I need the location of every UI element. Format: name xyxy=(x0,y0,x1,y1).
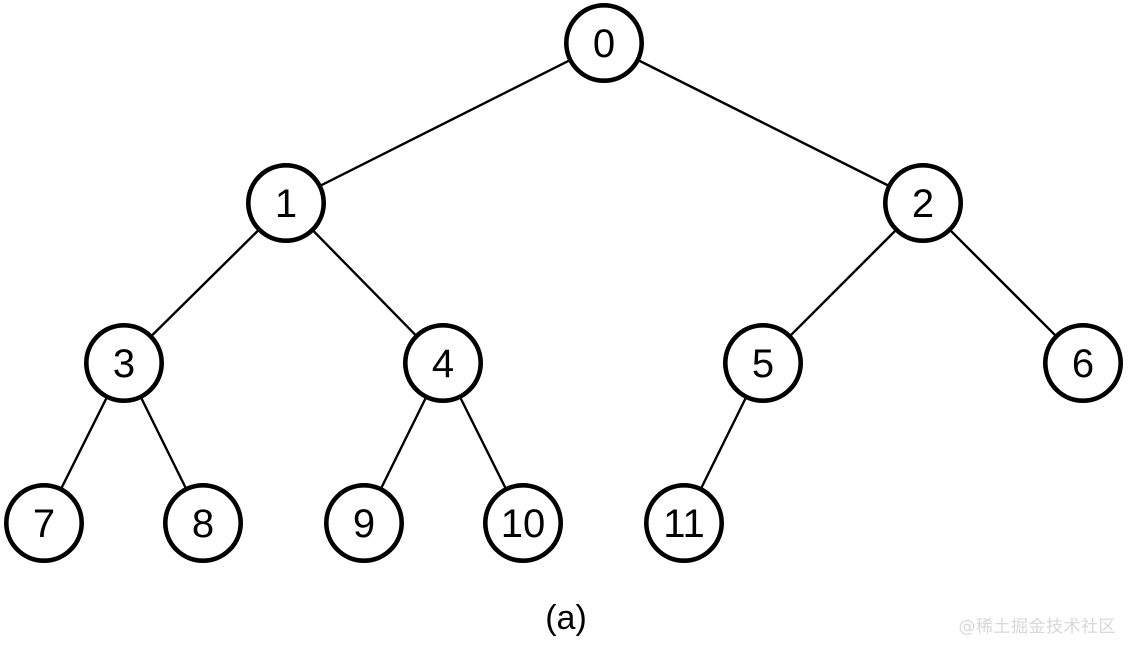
figure-caption: (a) xyxy=(545,599,587,637)
node-circle-4[interactable] xyxy=(402,322,483,403)
node-circle-9[interactable] xyxy=(323,482,404,563)
node-circle-8[interactable] xyxy=(163,482,244,563)
node-label-6: 6 xyxy=(1072,342,1094,386)
tree-node-3[interactable]: 3 xyxy=(84,322,165,403)
tree-node-4[interactable]: 4 xyxy=(402,322,483,403)
tree-edge-4-10 xyxy=(459,396,507,490)
tree-node-10[interactable]: 10 xyxy=(482,482,563,563)
tree-edge-0-2 xyxy=(637,59,890,187)
tree-edge-0-1 xyxy=(319,59,571,187)
tree-node-6[interactable]: 6 xyxy=(1043,322,1124,403)
tree-edge-5-11 xyxy=(700,396,747,490)
tree-node-1[interactable]: 1 xyxy=(246,163,327,244)
node-circle-10[interactable] xyxy=(482,482,563,563)
node-label-1: 1 xyxy=(275,182,297,226)
node-circle-7[interactable] xyxy=(3,482,85,563)
node-circle-11[interactable] xyxy=(643,482,724,563)
node-circle-3[interactable] xyxy=(84,322,165,403)
node-label-0: 0 xyxy=(593,22,615,66)
tree-edge-4-9 xyxy=(380,396,427,490)
node-label-4: 4 xyxy=(432,342,454,386)
node-label-8: 8 xyxy=(192,502,214,546)
node-label-9: 9 xyxy=(353,502,375,546)
node-layer: 0 1 2 3 4 5 6 7 8 9 10 11 xyxy=(3,2,1124,563)
node-circle-2[interactable] xyxy=(882,163,963,244)
tree-node-8[interactable]: 8 xyxy=(163,482,244,563)
tree-edge-2-5 xyxy=(789,229,897,337)
node-circle-5[interactable] xyxy=(722,322,803,403)
node-label-11: 11 xyxy=(663,502,705,546)
tree-edge-3-8 xyxy=(140,396,187,490)
node-label-10: 10 xyxy=(501,502,546,546)
edge-layer xyxy=(60,59,1057,490)
tree-node-5[interactable]: 5 xyxy=(722,322,803,403)
tree-edge-1-3 xyxy=(150,229,260,337)
tree-node-11[interactable]: 11 xyxy=(643,482,724,563)
tree-edge-1-4 xyxy=(312,229,417,337)
node-circle-6[interactable] xyxy=(1043,322,1124,403)
node-circle-0[interactable] xyxy=(563,2,644,84)
node-label-3: 3 xyxy=(113,342,135,386)
node-label-7: 7 xyxy=(33,502,55,546)
watermark: @稀土掘金技术社区 xyxy=(958,617,1116,637)
node-label-5: 5 xyxy=(752,342,774,386)
tree-node-0[interactable]: 0 xyxy=(563,2,644,84)
tree-node-7[interactable]: 7 xyxy=(3,482,85,563)
tree-edge-2-6 xyxy=(949,229,1057,337)
node-label-2: 2 xyxy=(912,182,934,226)
tree-edge-3-7 xyxy=(60,396,108,490)
node-circle-1[interactable] xyxy=(246,163,327,244)
tree-node-9[interactable]: 9 xyxy=(323,482,404,563)
tree-node-2[interactable]: 2 xyxy=(882,163,963,244)
